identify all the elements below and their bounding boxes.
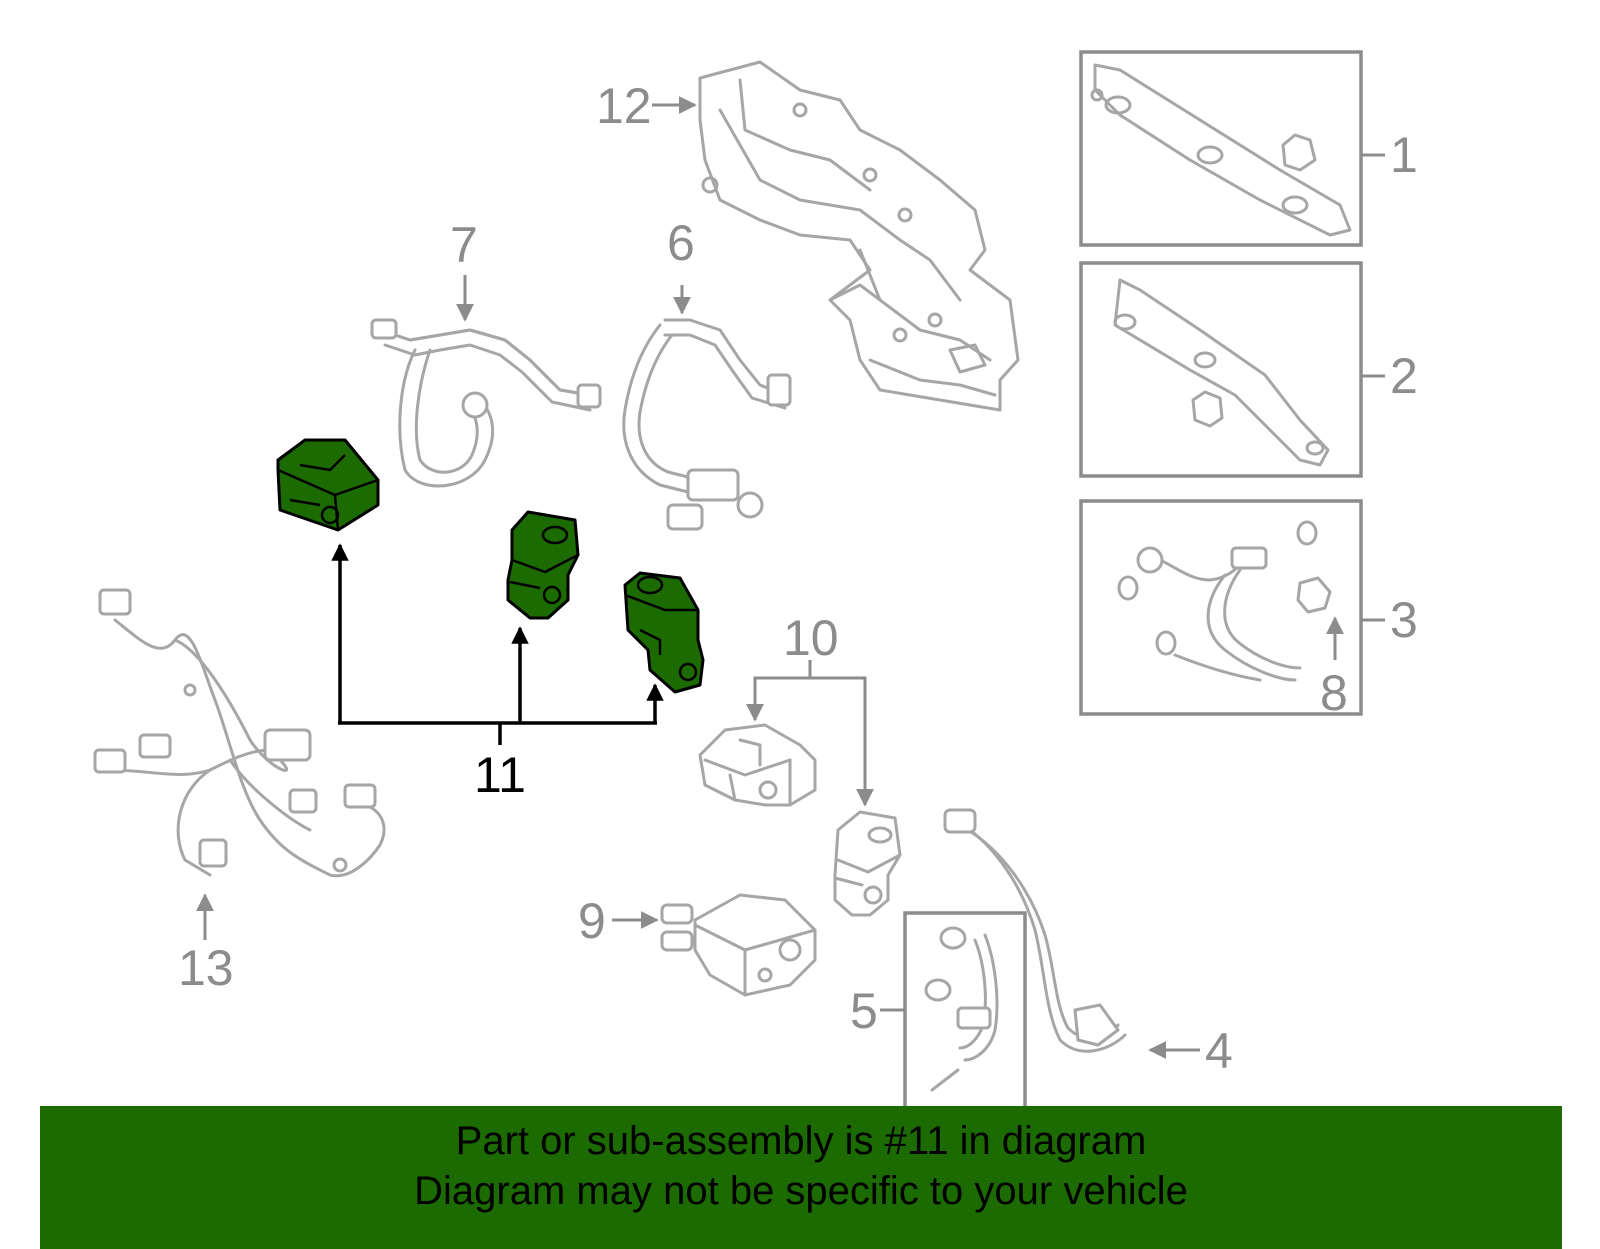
callout-8: 8	[1320, 616, 1348, 721]
callout-11: 11	[331, 543, 664, 803]
callout-10: 10	[746, 610, 874, 807]
part-6-line[interactable]	[622, 318, 792, 531]
callout-7: 7	[450, 217, 478, 322]
callout-12: 12	[596, 78, 697, 134]
part-12-bracket[interactable]	[698, 60, 1020, 412]
callout-1: 1	[1361, 127, 1418, 183]
part-7-hose[interactable]	[370, 318, 602, 488]
svg-text:10: 10	[783, 610, 839, 666]
svg-text:7: 7	[450, 217, 478, 273]
callout-2: 2	[1361, 348, 1418, 404]
info-banner: Part or sub-assembly is #11 in diagram D…	[40, 1106, 1562, 1249]
part-11-valve-center[interactable]	[506, 510, 580, 620]
callout-3: 3	[1361, 592, 1418, 648]
part-11-valve-left[interactable]	[276, 438, 380, 532]
callout-4: 4	[1148, 1023, 1233, 1079]
svg-text:1: 1	[1390, 127, 1418, 183]
callout-13: 13	[178, 893, 234, 996]
svg-text:2: 2	[1390, 348, 1418, 404]
part-11-valve-right[interactable]	[623, 571, 705, 694]
banner-line-1: Part or sub-assembly is #11 in diagram	[455, 1119, 1147, 1163]
banner-line-2: Diagram may not be specific to your vehi…	[414, 1169, 1188, 1213]
svg-text:8: 8	[1320, 665, 1348, 721]
part-9-expansion-valve[interactable]	[660, 893, 817, 997]
svg-text:4: 4	[1205, 1023, 1233, 1079]
svg-text:11: 11	[474, 747, 526, 803]
part-10-valve-b[interactable]	[833, 810, 902, 917]
callout-9: 9	[578, 893, 659, 949]
part-10-valve-a[interactable]	[698, 723, 817, 807]
svg-text:13: 13	[178, 940, 234, 996]
part-4-tube[interactable]	[943, 808, 1127, 1053]
callout-6: 6	[667, 215, 695, 315]
svg-text:9: 9	[578, 893, 606, 949]
svg-text:12: 12	[596, 78, 652, 134]
box-3[interactable]	[1079, 499, 1363, 716]
svg-text:3: 3	[1390, 592, 1418, 648]
callout-5: 5	[850, 983, 905, 1039]
svg-text:5: 5	[850, 983, 878, 1039]
box-5[interactable]	[903, 911, 1027, 1115]
part-13-harness[interactable]	[93, 588, 386, 878]
svg-text:6: 6	[667, 215, 695, 271]
box-2[interactable]	[1079, 261, 1363, 478]
box-1[interactable]	[1079, 50, 1363, 247]
